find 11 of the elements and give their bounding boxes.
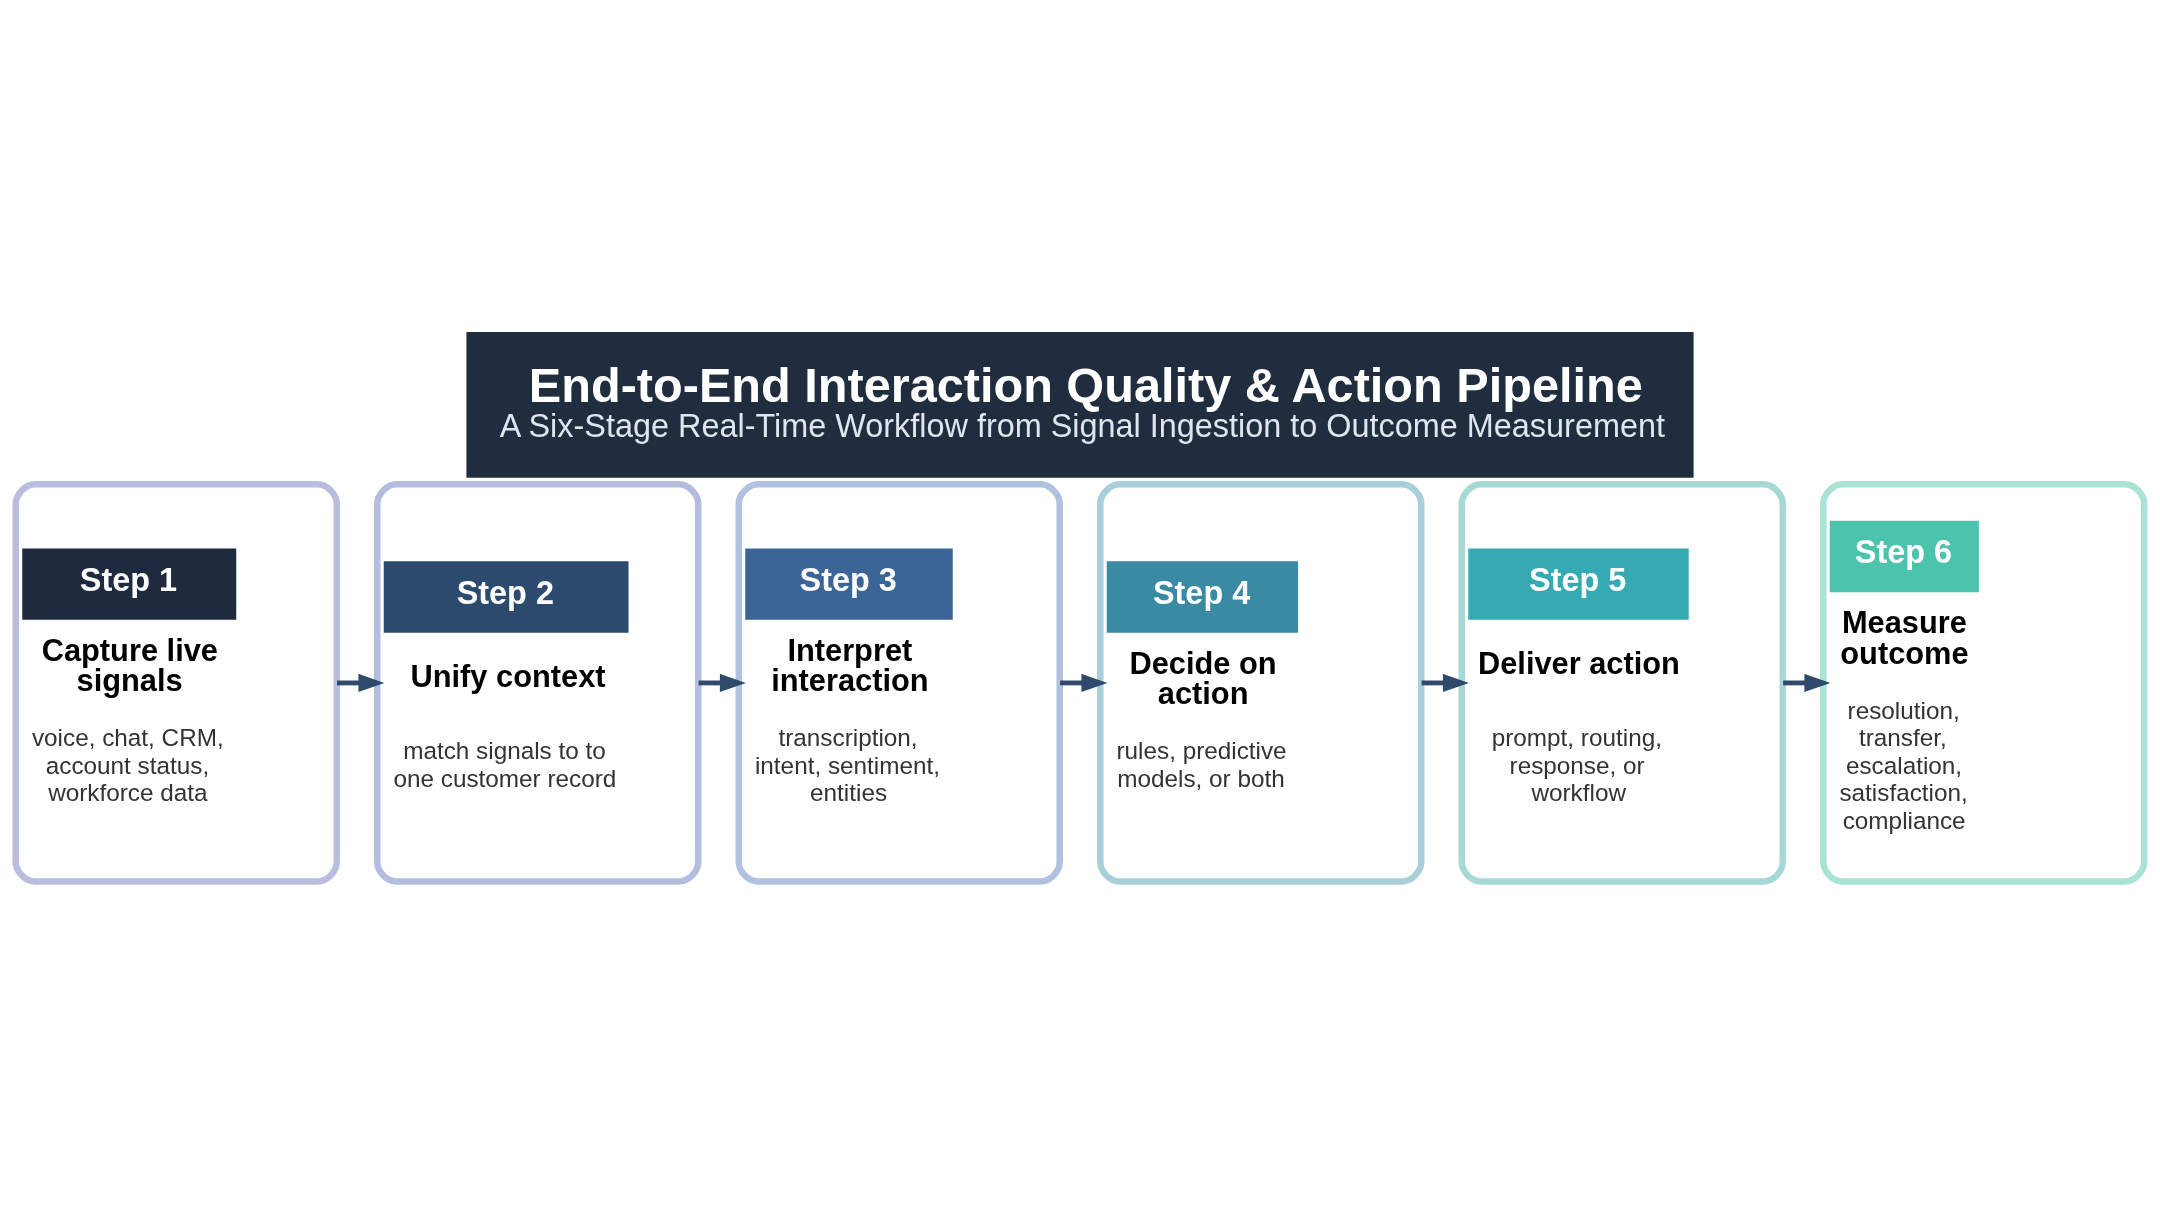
arrow: [1421, 673, 1469, 692]
node-box: Step 4 Decide on action rules, predictive models, or both: [1097, 480, 1425, 885]
arrow: [1060, 673, 1108, 692]
arrow: [698, 673, 746, 692]
node-box: Step 2 Unify context match signals to to one customer record: [374, 480, 702, 885]
arrow: [1783, 673, 1831, 692]
node-box: Step 5 Deliver action prompt, routing, response, or workflow: [1458, 480, 1786, 885]
node-box: Step 1 Capture live signals voice, chat, CRM, account status, workforce data: [12, 480, 340, 885]
node-box: Step 6 Measure outcome resolution, transfer, escalation, satisfaction, compliance: [1820, 480, 2148, 885]
arrow: [337, 673, 385, 692]
node-box: Step 3 Interpret interaction transcription, intent, sentiment, entities: [735, 480, 1063, 885]
